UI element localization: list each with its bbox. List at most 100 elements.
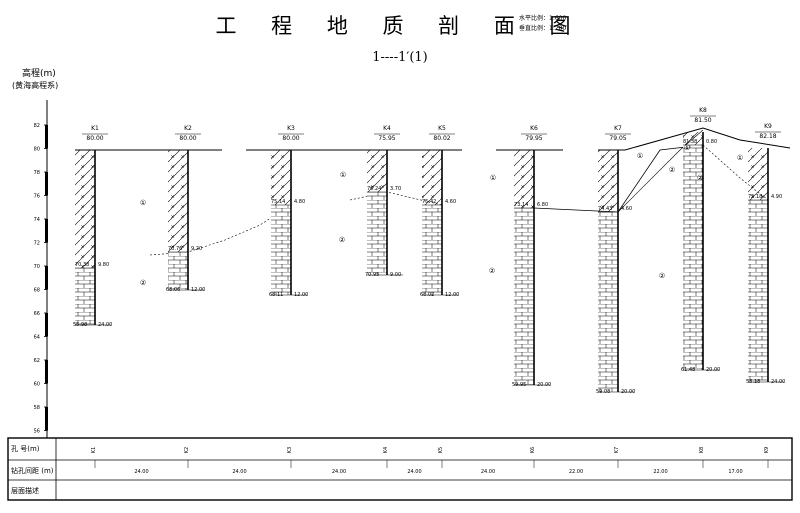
layer-elevation-label: 76.24 <box>367 186 381 192</box>
layer-elevation-label: 75.14 <box>271 199 285 205</box>
axis-scale-segment <box>45 125 48 149</box>
layer-depth-label: 4.60 <box>621 206 632 212</box>
borehole-rock-layer <box>422 205 442 295</box>
table-spacing-value: 22.00 <box>569 469 583 475</box>
borehole-top-elevation: 80.00 <box>86 135 103 142</box>
table-spacing-value: 22.00 <box>653 469 667 475</box>
table-hole-id: K1 <box>91 447 97 453</box>
layer-depth-label: 4.60 <box>445 199 456 205</box>
layer-depth-label: 6.80 <box>537 202 548 208</box>
table-hole-id: K7 <box>614 447 620 453</box>
borehole-rock-layer <box>748 200 768 382</box>
borehole-id: K9 <box>764 123 772 130</box>
borehole-id: K6 <box>530 125 538 132</box>
table-spacing-value: 24.00 <box>134 469 148 475</box>
borehole-fill-layer <box>598 150 618 212</box>
borehole-id: K1 <box>91 125 99 132</box>
axis-scale-segment <box>45 360 48 384</box>
elevation-datum-label: (黄海高程系) <box>12 81 59 90</box>
borehole-fill-layer <box>168 150 188 252</box>
scale-note: 水平比例：1:600 垂直比例：1:200 <box>519 14 566 34</box>
borehole-rock-layer <box>168 252 188 290</box>
borehole-id: K8 <box>699 107 707 114</box>
borehole-id: K3 <box>287 125 295 132</box>
table-hole-id: K6 <box>530 447 536 453</box>
layer-marker: ① <box>637 152 643 160</box>
borehole-fill-layer <box>514 150 534 208</box>
axis-tick-label: 76 <box>34 194 40 200</box>
elevation-axis-label: 高程(m) <box>22 69 56 79</box>
table-hole-id: K2 <box>184 447 190 453</box>
axis-tick-label: 82 <box>34 123 40 129</box>
table-spacing-value: 17.00 <box>728 469 742 475</box>
table-label-spacing: 钻孔间距 (m) <box>11 466 54 475</box>
borehole-top-elevation: 80.00 <box>282 135 299 142</box>
axis-scale-segment <box>45 407 48 431</box>
layer-depth-label: 4.90 <box>771 194 782 200</box>
borehole-top-elevation: 80.00 <box>179 135 196 142</box>
borehole-fill-layer <box>683 132 703 145</box>
borehole-fill-layer <box>75 150 95 268</box>
layer-boundary-line <box>533 144 704 213</box>
axis-scale-segment <box>45 266 48 290</box>
borehole-top-elevation: 82.18 <box>759 133 776 140</box>
borehole-top-elevation: 75.95 <box>378 135 395 142</box>
borehole-fill-layer <box>271 150 291 205</box>
borehole-rock-layer <box>683 145 703 370</box>
axis-tick-label: 60 <box>34 382 40 388</box>
table-spacing-value: 24.00 <box>481 469 495 475</box>
layer-depth-label: 9.80 <box>98 262 109 268</box>
table-label-hole-id: 孔 号(m) <box>11 445 40 453</box>
layer-marker: ① <box>737 154 743 162</box>
layer-elevation-label: 73.14 <box>514 202 528 208</box>
axis-tick-label: 62 <box>34 358 40 364</box>
layer-elevation-label: 75.18 <box>748 194 762 200</box>
horizontal-scale: 水平比例：1:600 <box>519 15 567 22</box>
borehole-top-elevation: 81.50 <box>694 117 711 124</box>
layer-marker: ② <box>140 279 146 287</box>
table-hole-id: K8 <box>699 447 705 453</box>
axis-tick-label: 70 <box>34 264 40 270</box>
table-hole-id: K3 <box>287 447 293 453</box>
layer-elevation-label: 70.76 <box>168 246 182 252</box>
layer-marker: ① <box>684 144 690 152</box>
layer-marker: ② <box>697 174 703 182</box>
borehole-id: K4 <box>383 125 391 132</box>
table-label-description: 层面描述 <box>11 486 39 495</box>
table-spacing-value: 24.00 <box>332 469 346 475</box>
axis-scale-segment <box>45 313 48 337</box>
table-hole-id: K5 <box>438 447 444 453</box>
layer-depth-label: 3.70 <box>390 186 401 192</box>
layer-elevation-label: 70.38 <box>75 262 89 268</box>
layer-marker: ② <box>669 166 675 174</box>
layer-elevation-label: 75.42 <box>422 199 436 205</box>
layer-marker: ② <box>339 236 345 244</box>
layer-marker: ① <box>490 174 496 182</box>
borehole-fill-layer <box>748 148 768 200</box>
drawing-title: 工 程 地 质 剖 面 图 <box>215 14 585 38</box>
borehole-fill-layer <box>422 150 442 205</box>
axis-tick-label: 66 <box>34 311 40 317</box>
layer-marker: ① <box>140 199 146 207</box>
layer-elevation-label: 81.38 <box>683 139 697 145</box>
borehole-id: K2 <box>184 125 192 132</box>
axis-tick-label: 74 <box>34 217 40 223</box>
layer-elevation-label: 74.43 <box>598 206 612 212</box>
layer-marker: ② <box>659 272 665 280</box>
vertical-scale: 垂直比例：1:200 <box>519 25 567 32</box>
axis-tick-label: 72 <box>34 241 40 247</box>
layer-depth-label: 9.20 <box>191 246 202 252</box>
borehole-top-elevation: 80.02 <box>433 135 450 142</box>
layer-marker: ② <box>489 267 495 275</box>
table-hole-id: K4 <box>383 447 389 453</box>
